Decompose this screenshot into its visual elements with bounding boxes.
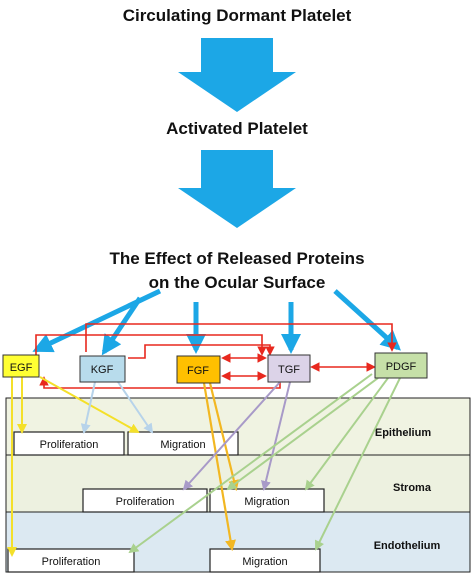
- egf-effect-arrows: [7, 376, 140, 557]
- protein-label-pdgf: PDGF: [386, 361, 417, 373]
- pdgf-to-stroma-migration-right: [304, 377, 389, 491]
- stroma-proliferation-label: Proliferation: [116, 496, 175, 508]
- fgf-to-stroma-migration: [208, 382, 240, 492]
- endothelium-migration-box: [209, 548, 321, 573]
- layer-label-endothelium: Endothelium: [374, 540, 441, 552]
- interaction-tgf-egf: [39, 376, 281, 389]
- tgf-to-stroma-proliferation: [182, 381, 281, 491]
- protein-label-egf: EGF: [10, 362, 33, 374]
- endothelium-migration-label: Migration: [242, 556, 287, 568]
- interaction-kgf-tgf: [128, 344, 275, 359]
- release-arrow-kgf: [101, 296, 143, 356]
- pdgf-effect-arrows: [128, 373, 401, 554]
- protein-box-tgf: [267, 354, 311, 383]
- layer-label-epithelium: Epithelium: [375, 427, 431, 439]
- tgf-to-stroma-migration: [261, 381, 291, 491]
- stroma-migration-label: Migration: [244, 496, 289, 508]
- protein-box-fgf: [176, 355, 221, 384]
- protein-label-kgf: KGF: [91, 364, 114, 376]
- protein-label-tgf: TGF: [278, 364, 300, 376]
- stroma-proliferation-box: [82, 488, 208, 513]
- title-activated-platelet: Activated Platelet: [166, 119, 308, 138]
- pdgf-to-endothelium-proliferation: [128, 373, 373, 554]
- layer-label-stroma: Stroma: [393, 482, 432, 494]
- interaction-arrows: [35, 323, 397, 389]
- fgf-effect-arrows: [202, 382, 240, 552]
- release-arrow-pdgf: [333, 289, 401, 351]
- pdgf-to-endothelium-migration: [315, 377, 401, 551]
- kgf-effect-arrows: [80, 381, 154, 434]
- tgf-effect-arrows: [182, 381, 291, 491]
- epithelium-migration-box: [127, 431, 239, 456]
- endothelium-proliferation-label: Proliferation: [42, 556, 101, 568]
- title-effect-line2: on the Ocular Surface: [149, 273, 326, 292]
- protein-box-egf: [2, 354, 40, 378]
- big-down-arrow-2: [178, 150, 296, 228]
- title-effect-line1: The Effect of Released Proteins: [109, 249, 364, 268]
- interaction-kgf-pdgf: [85, 323, 397, 352]
- release-arrows: [32, 288, 401, 356]
- protein-box-kgf: [79, 355, 126, 383]
- epithelium-proliferation-label: Proliferation: [40, 439, 99, 451]
- kgf-to-epithelium-migration: [117, 381, 154, 434]
- egf-to-epithelium-migration: [39, 376, 140, 433]
- big-down-arrow-1: [178, 38, 296, 112]
- title-circulating-platelet: Circulating Dormant Platelet: [123, 6, 352, 25]
- kgf-to-epithelium-proliferation: [80, 381, 96, 434]
- epithelium-migration-label: Migration: [160, 439, 205, 451]
- protein-label-fgf: FGF: [187, 365, 209, 377]
- endothelium-proliferation-box: [7, 548, 135, 573]
- protein-box-pdgf: [374, 352, 428, 379]
- pdgf-to-stroma-migration: [226, 377, 379, 491]
- fgf-to-endothelium-migration: [202, 382, 236, 552]
- epithelium-proliferation-box: [13, 431, 125, 456]
